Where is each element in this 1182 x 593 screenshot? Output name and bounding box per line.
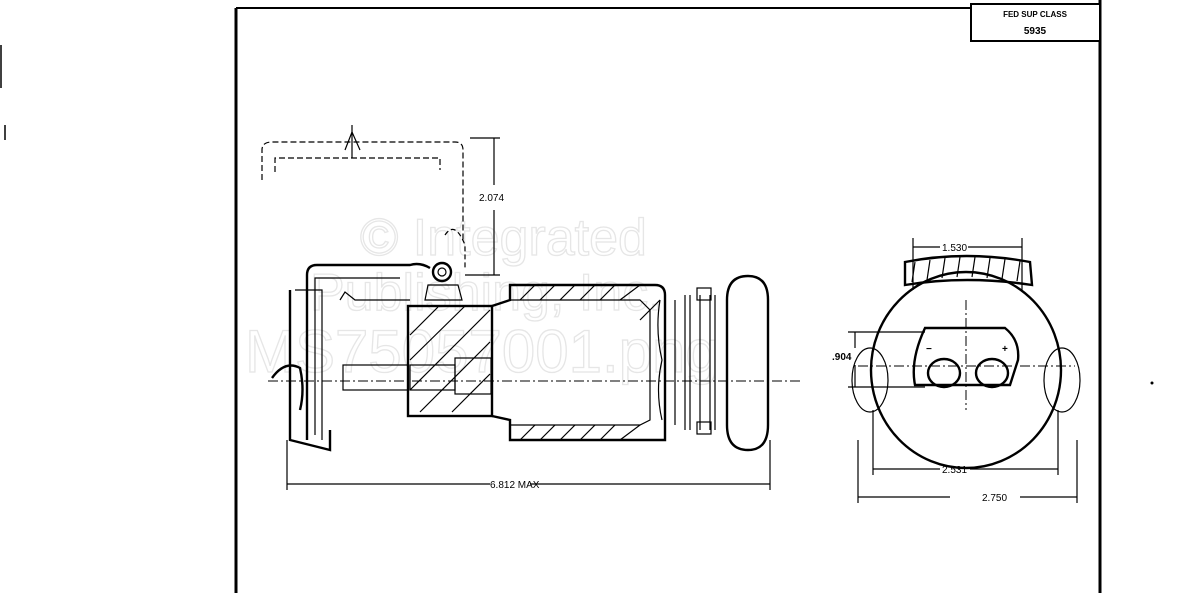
watermark-line2: Publishing, Inc. [310,264,663,322]
terminal-spacing-dimension: 1.530 [942,243,967,254]
side-dimensions: 2.074 6.812 MAX [286,137,771,491]
watermark: © Integrated Publishing, Inc. MS75057001… [244,208,719,385]
body-diameter-dimension: 2.531 [942,465,967,476]
overall-length-dimension: 6.812 MAX [490,480,540,491]
watermark-line3: MS75057001.png [245,318,719,385]
positive-terminal-mark: + [1002,344,1008,355]
terminal-offset-dimension: .904 [832,352,852,363]
flange-width-dimension: 2.750 [982,493,1007,504]
side-view [261,125,800,452]
negative-terminal-mark: − [926,344,932,355]
fed-sup-class-value: 5935 [1024,26,1047,37]
cover-height-dimension: 2.074 [479,193,504,204]
watermark-line1: © Integrated [360,209,647,267]
end-view: − + 1.530 .904 2.531 2.750 [832,238,1081,504]
title-block: FED SUP CLASS 5935 [970,3,1101,42]
fed-sup-class-label: FED SUP CLASS [1003,10,1068,19]
sheet-border [0,0,1154,593]
